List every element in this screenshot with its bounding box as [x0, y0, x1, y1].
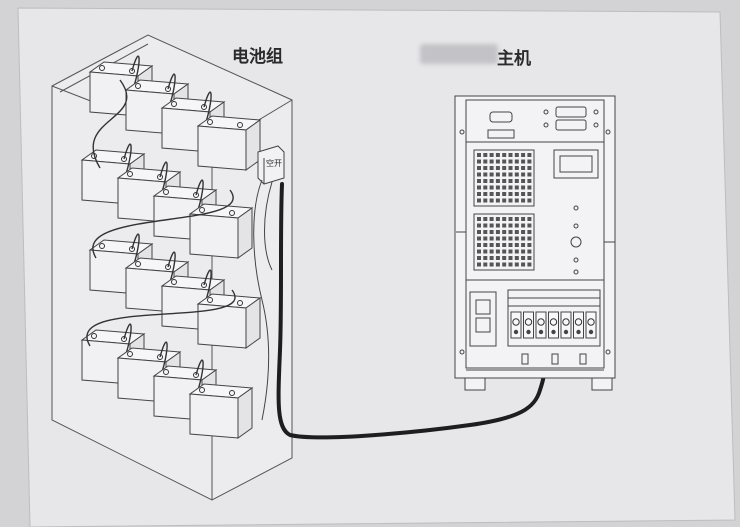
battery-link [203, 91, 212, 123]
battery-link [159, 161, 168, 193]
battery-link [123, 143, 132, 175]
tier-link [92, 79, 128, 169]
vent-grille-icon [477, 153, 532, 267]
battery-link [123, 323, 132, 355]
tier-link [92, 189, 234, 259]
battery-array [80, 55, 262, 439]
battery-link [203, 269, 212, 301]
battery-link [159, 341, 168, 373]
battery-16 [188, 383, 254, 439]
redacted-brand [420, 44, 498, 64]
battery-12 [196, 293, 262, 349]
battery-8 [188, 203, 254, 259]
terminal-block-icon [510, 311, 597, 339]
breaker-icon [257, 145, 285, 185]
battery-link [167, 73, 176, 105]
tier-link [86, 289, 236, 347]
battery-link [131, 55, 140, 87]
breaker-label: 空开 [266, 159, 282, 168]
battery-link [195, 179, 204, 211]
battery-link [195, 359, 204, 391]
battery-link [167, 251, 176, 283]
battery-group-title: 电池组 [232, 47, 283, 67]
power-cable [276, 182, 550, 440]
battery-link [131, 233, 140, 265]
battery-4 [196, 115, 262, 171]
host-title: 主机 [497, 49, 531, 69]
